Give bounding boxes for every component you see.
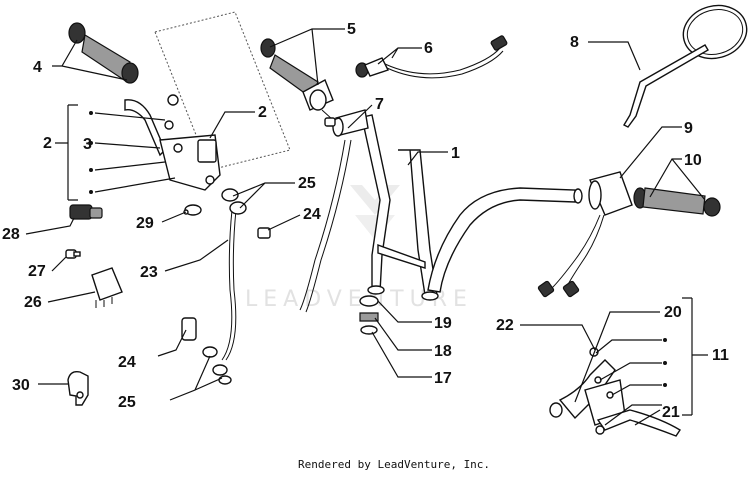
mirror [623, 4, 748, 128]
callout-11: 11 [712, 347, 729, 364]
callout-21: 21 [662, 404, 680, 421]
callout-17: 17 [434, 370, 452, 387]
left-grip [68, 22, 139, 84]
bushing-stack [359, 295, 379, 335]
render-credit: Rendered by LeadVenture, Inc. [298, 458, 490, 471]
callout-24-upper: 24 [303, 206, 321, 223]
callout-3: 3 [83, 136, 92, 153]
throttle-grip [260, 38, 341, 127]
callout-2-right: 2 [258, 104, 267, 121]
callout-25-upper: 25 [298, 175, 316, 192]
part-28 [69, 204, 103, 220]
callout-19: 19 [434, 315, 452, 332]
callout-9: 9 [684, 120, 693, 137]
callout-26: 26 [24, 294, 42, 311]
callout-27: 27 [28, 263, 46, 280]
callout-10: 10 [684, 152, 702, 169]
callout-22: 22 [496, 317, 514, 334]
leader-lines [25, 28, 708, 426]
callout-5: 5 [347, 21, 356, 38]
callout-8: 8 [570, 34, 579, 51]
part-29 [183, 204, 202, 216]
callout-2-left: 2 [43, 135, 52, 152]
callout-30: 30 [12, 377, 30, 394]
callout-1: 1 [451, 145, 460, 162]
callout-20: 20 [664, 304, 682, 321]
handlebar [299, 109, 583, 313]
part-27 [65, 249, 81, 259]
switch-wire [355, 35, 508, 79]
callout-29: 29 [136, 215, 154, 232]
watermark: LEADVENTURE [245, 185, 467, 312]
callout-25-lower: 25 [118, 394, 136, 411]
callout-28: 28 [2, 226, 20, 243]
callout-23: 23 [140, 264, 158, 281]
right-switch-grip [537, 171, 721, 298]
callout-4: 4 [33, 59, 42, 76]
callouts: 4 5 6 7 8 9 10 1 2 2 3 25 24 29 28 27 26… [2, 21, 729, 421]
throttle-cable [181, 188, 271, 385]
callout-6: 6 [424, 40, 433, 57]
callout-7: 7 [375, 96, 384, 113]
left-lever-assembly [124, 94, 221, 191]
right-lever-assembly [549, 347, 681, 437]
callout-18: 18 [434, 343, 452, 360]
part-26 [91, 267, 123, 308]
part-30 [67, 370, 89, 406]
callout-24-lower: 24 [118, 354, 136, 371]
